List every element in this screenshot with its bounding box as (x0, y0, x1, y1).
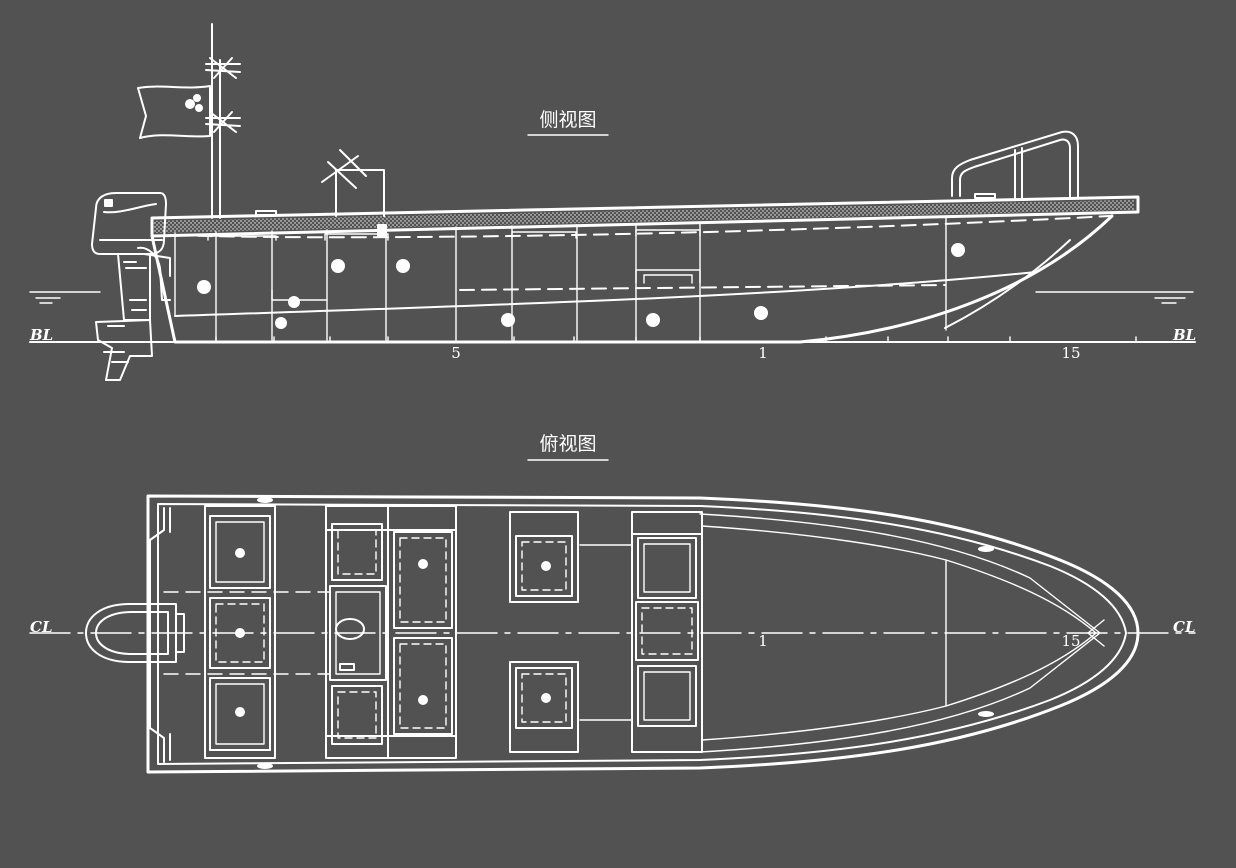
baseline-label-left: BL (29, 326, 53, 344)
fastener-marks-side (197, 243, 965, 329)
compartments-console (325, 505, 457, 759)
side-view: 侧视图 BL BL 5 1 15 (29, 23, 1196, 381)
compartments-forward (631, 511, 703, 753)
waterline-right (1035, 291, 1194, 304)
hull-top (146, 494, 1140, 774)
waterline-left (29, 291, 101, 304)
station-label-15: 15 (1061, 344, 1080, 362)
console-antenna (321, 149, 387, 238)
fastener-marks-top (257, 497, 994, 769)
centerline-label-right: CL (1173, 618, 1196, 636)
compartments-aft (204, 505, 276, 759)
bow-rail (951, 130, 1079, 199)
outboard-motor (91, 192, 171, 381)
outboard-motor-top (85, 603, 185, 663)
station-label-1: 1 (758, 344, 768, 362)
hatch-lids-side (207, 229, 701, 301)
mast-flag (137, 23, 277, 219)
side-view-title: 侧视图 (539, 109, 596, 131)
top-view: 俯视图 CL CL 1 15 (29, 433, 1196, 774)
top-view-title: 俯视图 (539, 433, 596, 455)
centerline-label-left: CL (30, 618, 53, 636)
hatch-handle-marks (235, 548, 551, 717)
station-label-5: 5 (451, 344, 461, 362)
top-station-label-1: 1 (758, 632, 768, 650)
top-station-label-15: 15 (1061, 632, 1080, 650)
baseline-label-right: BL (1172, 326, 1196, 344)
compartments-mid (509, 511, 579, 753)
